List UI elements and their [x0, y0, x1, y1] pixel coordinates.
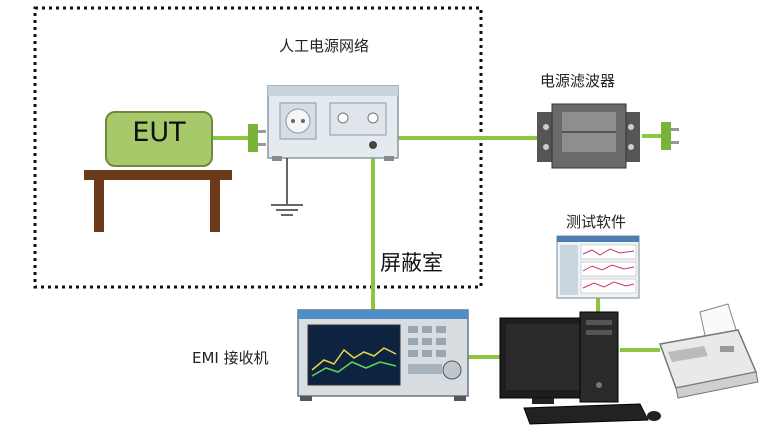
emi-receiver-label: EMI 接收机 [192, 349, 269, 367]
eut-box [105, 111, 213, 167]
test-software-label: 测试软件 [566, 213, 627, 231]
plug-left-icon [248, 124, 266, 152]
eut-label: EUT [132, 117, 186, 148]
lisn-device-icon [267, 85, 399, 161]
power-filter-icon [537, 103, 640, 169]
table [84, 170, 232, 232]
test-software-screenshot-icon [556, 235, 640, 299]
power-filter-label: 电源滤波器 [540, 72, 616, 90]
computer-icon [499, 311, 661, 425]
emi-receiver-icon [297, 309, 469, 401]
lisn-label: 人工电源网络 [279, 37, 370, 55]
plug-right-icon [661, 122, 679, 150]
shielded-room-boundary [33, 6, 483, 289]
shielded-room-label: 屏蔽室 [380, 251, 443, 275]
ground-icon [271, 158, 303, 216]
printer-icon [658, 303, 759, 399]
